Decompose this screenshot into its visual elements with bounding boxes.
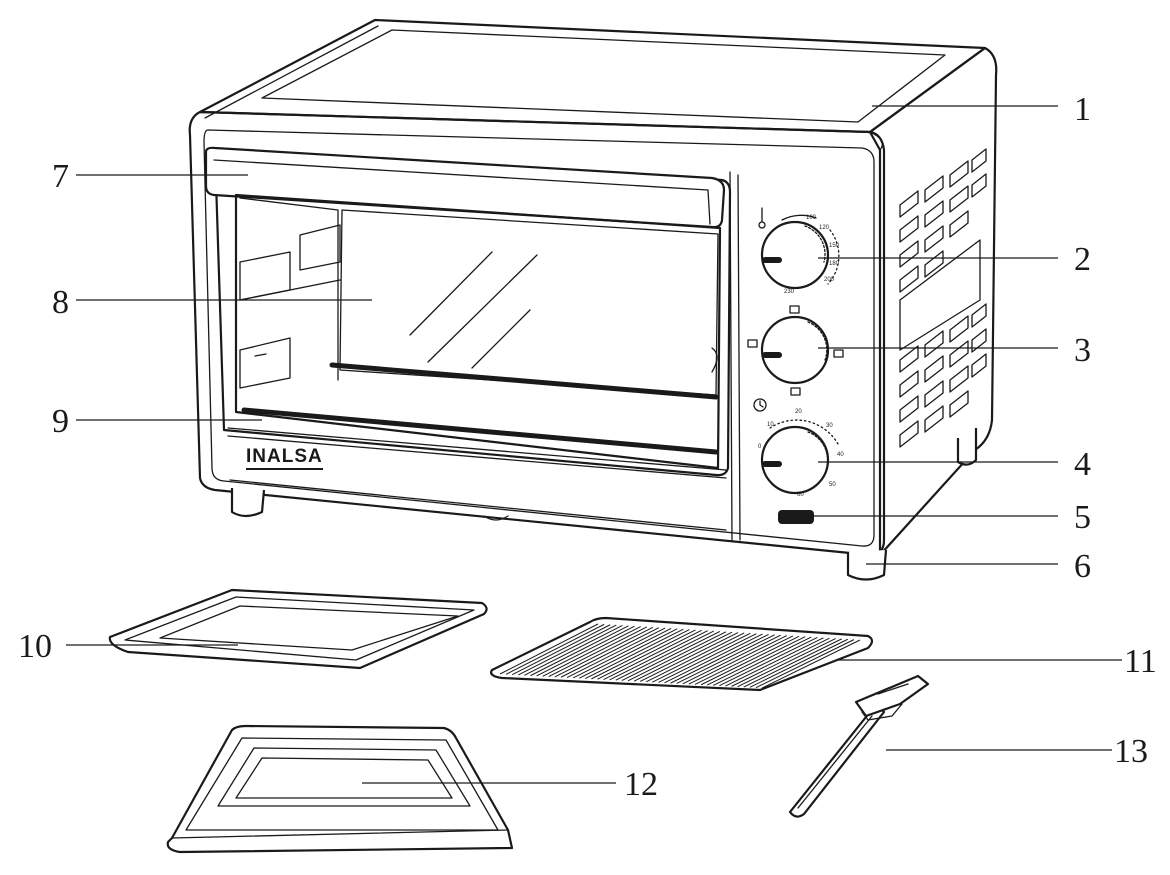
rack-wire (518, 624, 617, 676)
rack-wire (761, 639, 861, 689)
rack-wire (658, 633, 757, 683)
clock-icon (753, 398, 767, 412)
rack-wire (670, 633, 769, 684)
rack-wire (627, 631, 727, 682)
rack-wire (688, 635, 788, 685)
callout-5: 5 (1074, 499, 1091, 536)
rack-wire (713, 636, 812, 686)
timer-knob[interactable] (760, 425, 830, 495)
temperature-arc (781, 214, 840, 285)
rack-wire (749, 638, 849, 688)
rack-wire (609, 630, 708, 681)
rack-wire (755, 639, 855, 689)
temp-tick: 200 (824, 277, 835, 283)
callout-2: 2 (1074, 241, 1091, 278)
rack-wire (664, 633, 763, 684)
rack-handle-tool (788, 674, 930, 818)
side-vents (899, 148, 987, 448)
thermometer-icon (758, 207, 766, 229)
temp-tick: 150 (829, 243, 840, 249)
rack-wire (597, 629, 696, 680)
rack-wire (737, 638, 836, 688)
brand-logo: INALSA (246, 446, 323, 470)
rack-wire (524, 625, 623, 676)
rack-wire (499, 623, 599, 675)
crumb-tray (166, 724, 514, 854)
callout-9: 9 (52, 403, 69, 440)
rack-wire (548, 626, 647, 678)
rack-wire (560, 627, 660, 678)
rack-wire (646, 632, 745, 683)
timer-tick: 10 (767, 422, 774, 428)
rack-wire (536, 625, 635, 677)
temperature-knob[interactable] (760, 220, 830, 290)
timer-tick: 60 (797, 492, 804, 498)
callout-1: 1 (1074, 91, 1091, 128)
callout-12: 12 (624, 766, 658, 803)
callout-6: 6 (1074, 548, 1091, 585)
function-knob[interactable] (760, 315, 830, 385)
temp-tick: 180 (829, 261, 840, 267)
rack-wire (511, 624, 611, 676)
rack-wire (572, 628, 672, 679)
rack-wire (566, 627, 666, 679)
callout-4: 4 (1074, 446, 1091, 483)
rack-wire (719, 636, 818, 687)
rack-wire (639, 632, 739, 682)
baking-tray (108, 588, 488, 670)
rack-wire (542, 626, 641, 677)
rack-wire (743, 638, 842, 688)
callout-10: 10 (18, 628, 52, 665)
wire-rack (490, 616, 874, 692)
timer-tick: 0 (758, 444, 762, 450)
callout-11: 11 (1124, 643, 1157, 680)
rack-wire (505, 623, 605, 675)
temp-tick: 100 (806, 215, 817, 221)
callout-8: 8 (52, 284, 69, 321)
callout-3: 3 (1074, 332, 1091, 369)
rack-wire (603, 629, 702, 680)
timer-tick: 20 (795, 409, 802, 415)
rack-wire (578, 628, 678, 679)
rack-wire (554, 626, 654, 678)
rack-wire (694, 635, 794, 685)
rack-wire (682, 634, 782, 685)
rack-wire (615, 630, 714, 681)
callout-7: 7 (52, 158, 69, 195)
function-mode-icons (747, 305, 844, 396)
timer-arc (769, 419, 839, 445)
timer-tick: 30 (826, 423, 833, 429)
power-indicator-light (778, 510, 814, 524)
timer-tick: 40 (837, 452, 844, 458)
rack-wire (676, 634, 775, 684)
rack-wire (652, 632, 751, 683)
rack-wire (731, 637, 830, 687)
rack-wire (706, 636, 806, 686)
timer-tick: 50 (829, 482, 836, 488)
rack-wire (585, 628, 684, 680)
leader-lines (66, 105, 1122, 784)
rack-wire (530, 625, 629, 677)
oven-body (188, 18, 998, 581)
callout-13: 13 (1114, 733, 1148, 770)
rack-wire (700, 635, 800, 686)
rack-wire (725, 637, 824, 687)
rack-wire (621, 630, 721, 681)
temp-tick: 230 (784, 289, 795, 295)
rack-wire (633, 631, 733, 682)
temp-tick: 120 (819, 225, 830, 231)
rack-wire (591, 629, 690, 680)
